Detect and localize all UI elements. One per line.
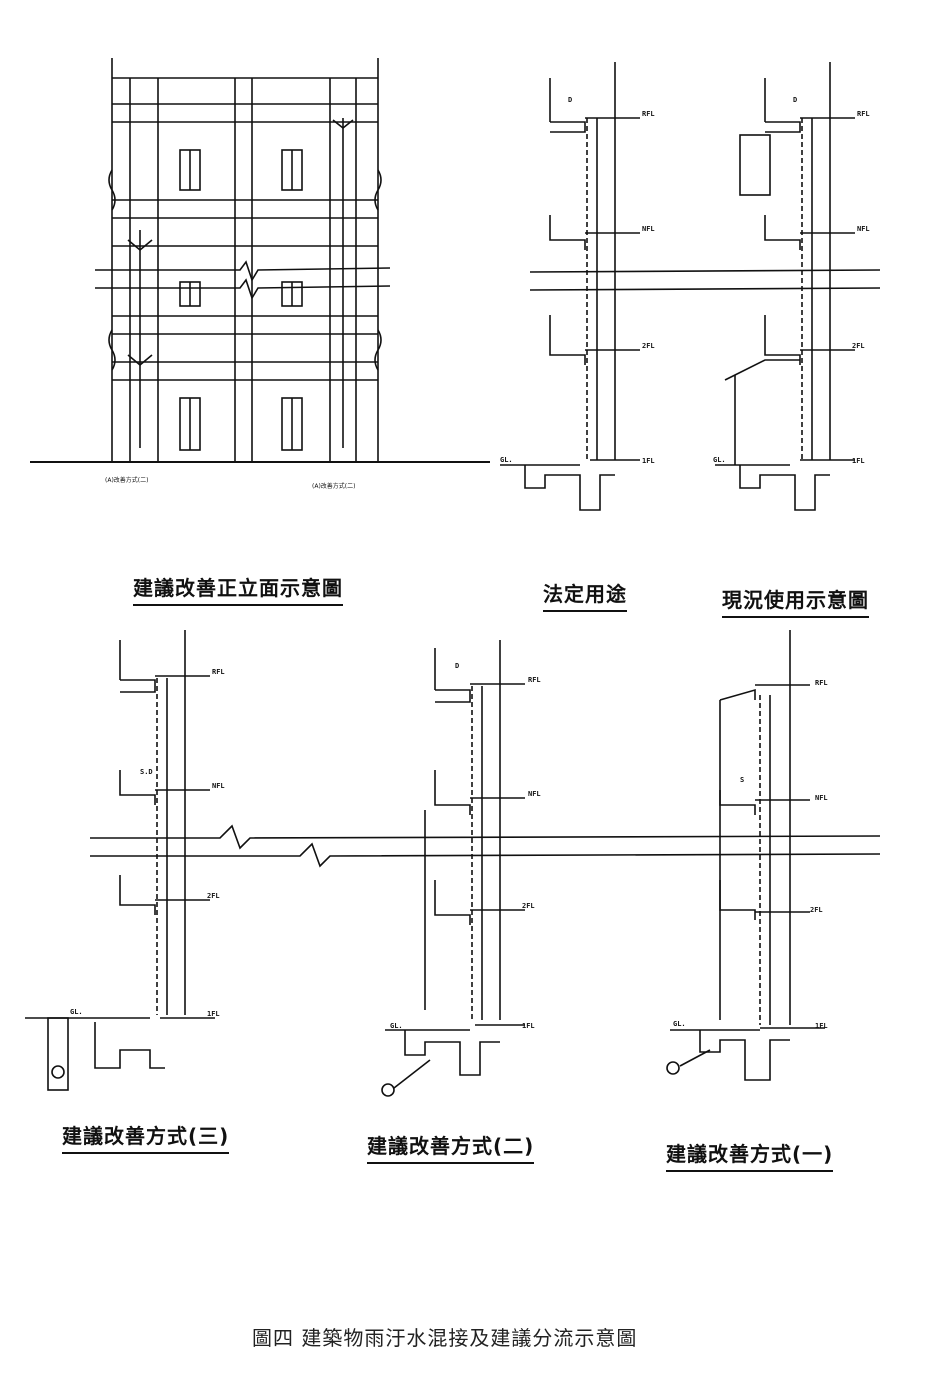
m2-gl-label: GL. (390, 1022, 403, 1030)
legal-drain-label: D (568, 96, 572, 104)
m3-1fl-label: 1FL (207, 1010, 220, 1018)
m2-drain-label: D (455, 662, 459, 670)
method-3-title: 建議改善方式(三) (62, 1120, 230, 1154)
current-use-panel (529, 62, 881, 511)
m3-nfl-label: NFL (212, 782, 225, 790)
m2-nfl-label: NFL (528, 790, 541, 798)
legal-1fl-label: 1FL (642, 457, 655, 465)
method-1-panel (666, 630, 825, 1081)
figure-caption: 圖四 建築物雨汙水混接及建議分流示意圖 (252, 1326, 638, 1350)
legal-2fl-label: 2FL (642, 342, 655, 350)
legal-gl-label: GL. (500, 456, 513, 464)
current-gl-label: GL. (713, 456, 726, 464)
elevation-title: 建議改善正立面示意圖 (133, 572, 343, 606)
method-1-title: 建議改善方式(一) (666, 1138, 834, 1172)
current-use-title: 現況使用示意圖 (722, 584, 869, 618)
current-2fl-label: 2FL (852, 342, 865, 350)
m1-1fl-label: 1FL (815, 1022, 828, 1030)
m1-gl-label: GL. (673, 1020, 686, 1028)
legal-nfl-label: NFL (642, 225, 655, 233)
m2-rfl-label: RFL (528, 676, 541, 684)
m3-sd-label: S.D (140, 768, 153, 776)
current-rfl-label: RFL (857, 110, 870, 118)
m3-2fl-label: 2FL (207, 892, 220, 900)
m2-1fl-label: 1FL (522, 1022, 535, 1030)
m1-rfl-label: RFL (815, 679, 828, 687)
elevation-note-right: (A)改善方式(二) (312, 482, 355, 490)
m3-rfl-label: RFL (212, 668, 225, 676)
current-1fl-label: 1FL (852, 457, 865, 465)
method-3-panel (25, 630, 215, 1091)
elevation-note-left: (A)改善方式(二) (105, 476, 148, 484)
m1-2fl-label: 2FL (810, 906, 823, 914)
m3-gl-label: GL. (70, 1008, 83, 1016)
m2-2fl-label: 2FL (522, 902, 535, 910)
current-drain-label: D (793, 96, 797, 104)
m1-sewage-label: S (740, 776, 744, 784)
legal-rfl-label: RFL (642, 110, 655, 118)
legal-use-panel (500, 62, 640, 511)
method-2-panel (381, 640, 525, 1097)
method-2-title: 建議改善方式(二) (367, 1130, 535, 1164)
elevation-panel (30, 58, 490, 463)
legal-use-title: 法定用途 (543, 578, 627, 612)
m1-nfl-label: NFL (815, 794, 828, 802)
current-nfl-label: NFL (857, 225, 870, 233)
